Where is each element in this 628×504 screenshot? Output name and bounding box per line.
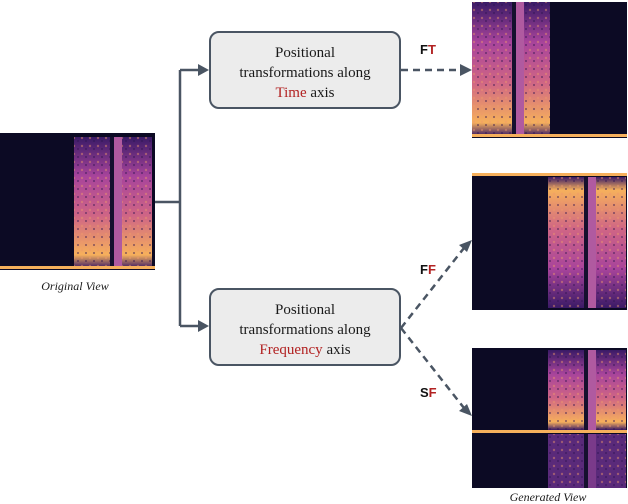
- generated-spectrogram-ft: [472, 2, 627, 138]
- original-spectrogram: [0, 133, 155, 270]
- generated-view-caption: Generated View: [510, 490, 587, 504]
- sf-tag-first: S: [420, 385, 429, 400]
- time-transform-box: Positional transformations along Time ax…: [209, 31, 401, 109]
- ff-arrow-line: [400, 247, 465, 329]
- frequency-box-line1: Positional: [275, 302, 335, 318]
- sf-tag-second: F: [429, 385, 437, 400]
- frequency-transform-box: Positional transformations along Frequen…: [209, 288, 401, 366]
- time-axis-suffix: axis: [307, 85, 335, 101]
- time-box-line2: transformations along: [239, 65, 371, 81]
- arrowhead-to-time-box: [198, 64, 209, 76]
- time-box-line3: Time axis: [275, 85, 334, 101]
- sf-arrowhead: [459, 404, 472, 416]
- arrowhead-to-frequency-box: [198, 320, 209, 332]
- time-box-line1: Positional: [275, 45, 335, 61]
- sf-arrow-line: [400, 327, 465, 409]
- frequency-box-line2: transformations along: [239, 322, 371, 338]
- ff-arrowhead: [459, 240, 472, 252]
- ff-tag-first: F: [420, 262, 428, 277]
- generated-spectrogram-sf: [472, 348, 627, 488]
- ft-tag-second: T: [428, 42, 436, 57]
- branch-connector: [155, 68, 200, 328]
- ft-tag-first: F: [420, 42, 428, 57]
- time-axis-word: Time: [275, 85, 306, 101]
- generated-spectrogram-ff: [472, 173, 627, 310]
- ff-tag: FF: [420, 262, 436, 277]
- frequency-axis-word: Frequency: [259, 342, 323, 358]
- sf-tag: SF: [420, 385, 437, 400]
- ft-arrowhead: [460, 64, 472, 76]
- ft-tag: FT: [420, 42, 436, 57]
- frequency-axis-suffix: axis: [323, 342, 351, 358]
- frequency-box-line3: Frequency axis: [259, 342, 350, 358]
- original-view-caption: Original View: [41, 279, 108, 293]
- ff-tag-second: F: [428, 262, 436, 277]
